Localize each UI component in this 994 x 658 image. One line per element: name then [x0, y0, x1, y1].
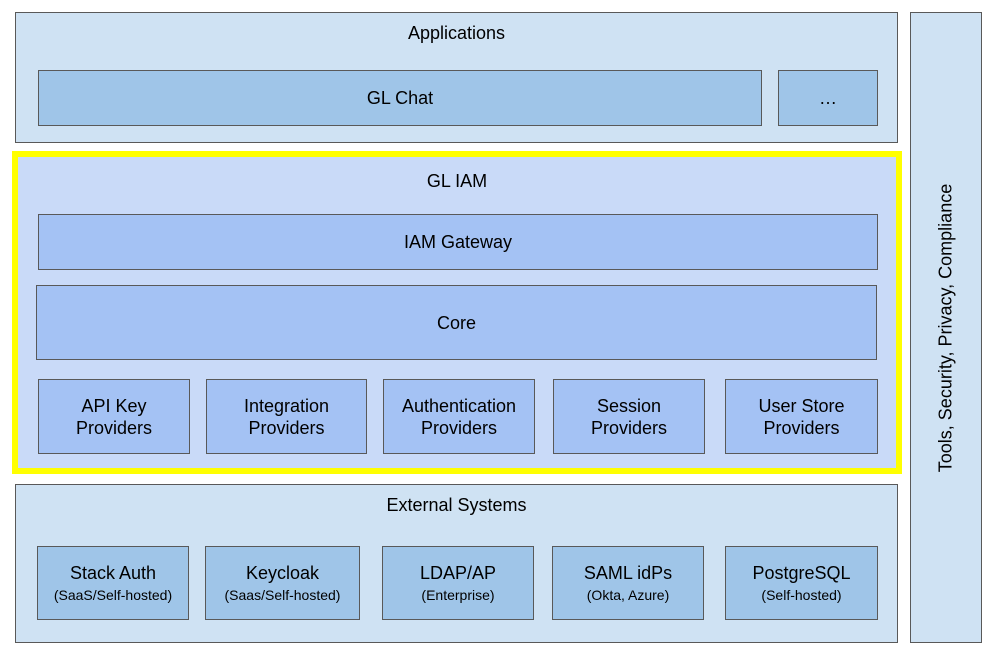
cross-cutting-sidebar: Tools, Security, Privacy, Compliance [910, 12, 982, 643]
stack-auth-label: Stack Auth [69, 563, 157, 583]
ldap-sub: (Enterprise) [421, 587, 495, 603]
gl-iam-title: GL IAM [426, 171, 488, 191]
stack-auth-sub: (SaaS/Self-hosted) [53, 587, 173, 603]
gl-iam-layer: GL IAM IAM Gateway Core API Key Provider… [12, 151, 902, 474]
gl-chat-label: GL Chat [366, 88, 434, 108]
session-providers-box: Session Providers [553, 379, 705, 454]
keycloak-label: Keycloak [245, 563, 320, 583]
postgresql-sub: (Self-hosted) [761, 587, 842, 603]
core-box: Core [36, 285, 877, 360]
authentication-providers-box: Authentication Providers [383, 379, 535, 454]
session-providers-label: Session Providers [590, 395, 668, 438]
saml-idps-sub: (Okta, Azure) [586, 587, 670, 603]
cross-cutting-label: Tools, Security, Privacy, Compliance [935, 183, 956, 472]
saml-idps-label: SAML idPs [583, 563, 673, 583]
keycloak-box: Keycloak (Saas/Self-hosted) [205, 546, 360, 620]
iam-gateway-label: IAM Gateway [403, 232, 513, 252]
stack-auth-box: Stack Auth (SaaS/Self-hosted) [37, 546, 189, 620]
saml-idps-box: SAML idPs (Okta, Azure) [552, 546, 704, 620]
postgresql-label: PostgreSQL [752, 563, 851, 583]
api-key-providers-label: API Key Providers [75, 395, 153, 438]
user-store-providers-box: User Store Providers [725, 379, 878, 454]
more-apps-label: … [819, 88, 837, 108]
core-label: Core [436, 312, 476, 333]
external-systems-layer: External Systems Stack Auth (SaaS/Self-h… [15, 484, 898, 643]
more-apps-box: … [778, 70, 878, 126]
api-key-providers-box: API Key Providers [38, 379, 190, 454]
integration-providers-label: Integration Providers [243, 395, 330, 438]
keycloak-sub: (Saas/Self-hosted) [224, 587, 341, 603]
user-store-providers-label: User Store Providers [758, 395, 845, 438]
applications-title: Applications [407, 23, 506, 43]
authentication-providers-label: Authentication Providers [401, 395, 517, 438]
gl-chat-box: GL Chat [38, 70, 762, 126]
ldap-label: LDAP/AP [419, 563, 497, 583]
ldap-box: LDAP/AP (Enterprise) [382, 546, 534, 620]
applications-layer: Applications GL Chat … [15, 12, 898, 143]
integration-providers-box: Integration Providers [206, 379, 367, 454]
postgresql-box: PostgreSQL (Self-hosted) [725, 546, 878, 620]
external-systems-title: External Systems [386, 495, 527, 515]
iam-gateway-box: IAM Gateway [38, 214, 878, 270]
